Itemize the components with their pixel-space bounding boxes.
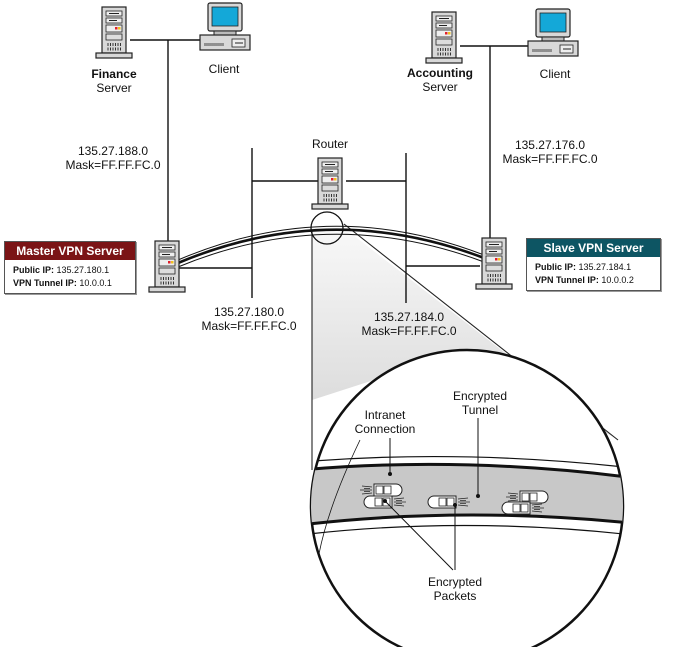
server-tower-icon[interactable]	[95, 6, 133, 59]
router-label: Router	[311, 137, 349, 151]
slave-vpn-server-box: Slave VPN Server Public IP: 135.27.184.1…	[526, 238, 661, 291]
zoom-detail-circle	[309, 348, 625, 647]
master-vpn-server-title: Master VPN Server	[5, 242, 135, 260]
server-tower-icon[interactable]	[311, 157, 349, 210]
desktop-computer-icon[interactable]	[527, 8, 579, 57]
master-tunnel-ip: VPN Tunnel IP: 10.0.0.1	[13, 278, 112, 288]
master-public-ip: Public IP: 135.27.180.1	[13, 265, 110, 275]
desktop-computer-icon[interactable]	[199, 2, 251, 51]
vpn-tunnel-arc	[177, 225, 485, 268]
finance-client-label: Client	[208, 62, 240, 76]
slave-public-ip: Public IP: 135.27.184.1	[535, 262, 632, 272]
magnifier-source-circle	[310, 211, 344, 245]
slave-tunnel-ip: VPN Tunnel IP: 10.0.0.2	[535, 275, 634, 285]
server-tower-icon[interactable]	[425, 11, 463, 64]
master-vpn-server-box: Master VPN Server Public IP: 135.27.180.…	[4, 241, 136, 294]
server-tower-icon[interactable]	[475, 237, 513, 290]
slave-vpn-server-title: Slave VPN Server	[527, 239, 660, 257]
accounting-client-label: Client	[539, 67, 571, 81]
